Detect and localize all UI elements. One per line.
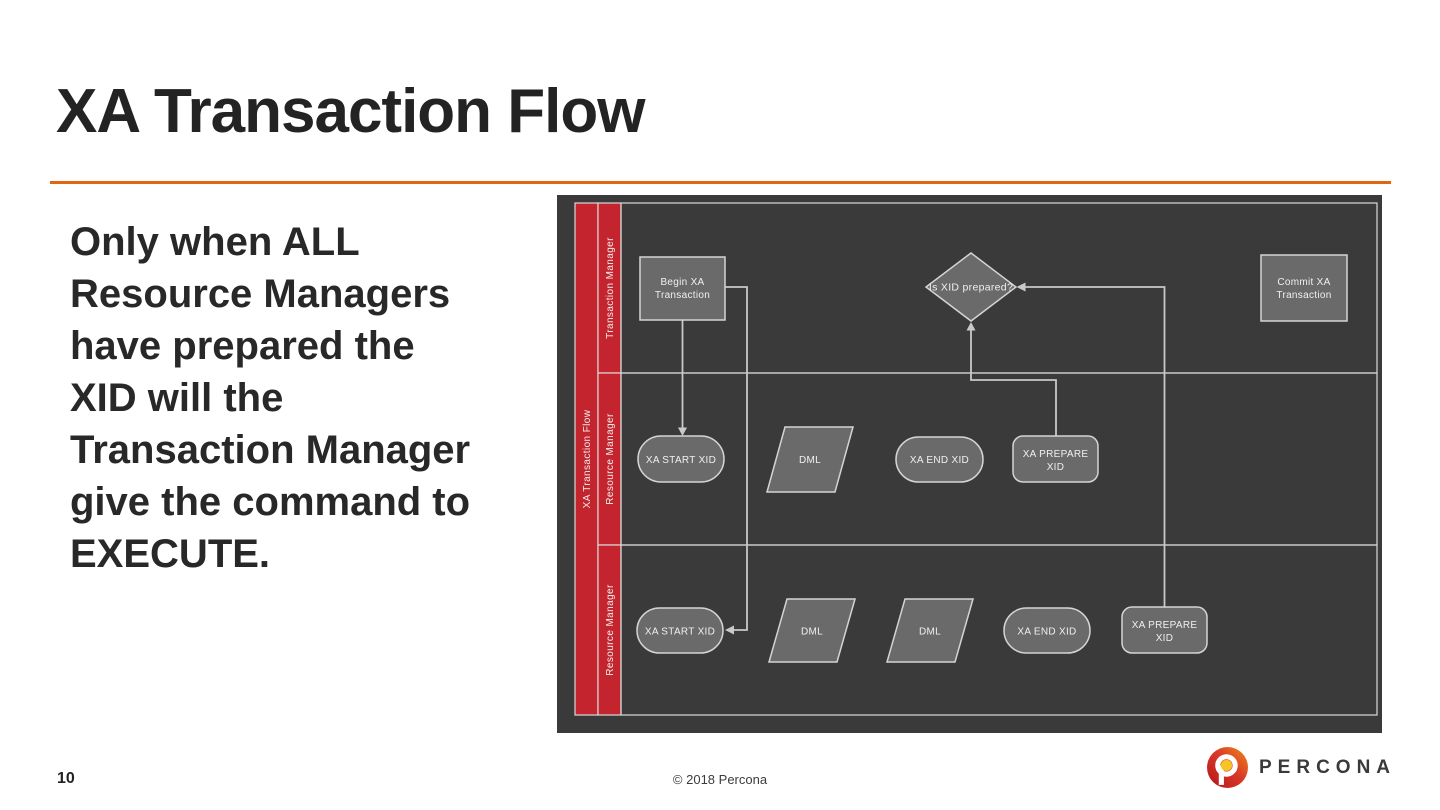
node-is-xid-prepared: [924, 252, 1018, 322]
swimlane-frame: [574, 202, 1378, 716]
copyright: © 2018 Percona: [672, 772, 768, 787]
node-xa-prepare-xid-rm1: [1012, 435, 1099, 483]
node-xa-end-xid-rm1: [895, 436, 984, 483]
prepare-rm1-label-line2: XID: [1047, 462, 1065, 473]
node-xa-start-xid-rm2: [636, 607, 724, 654]
percona-wordmark: PERCONA: [1259, 756, 1397, 778]
node-labels: Begin XA Transaction Is XID prepared? Co…: [645, 277, 1331, 644]
begin-label-line2: Transaction: [655, 290, 710, 301]
node-dml1-rm2: [768, 598, 856, 663]
arrowhead-down-into-start-rm1: [678, 427, 687, 436]
percona-logo-icon: [1207, 747, 1248, 788]
arrowheads: [678, 282, 1026, 635]
arrowhead-left-into-decision: [1016, 282, 1026, 292]
nodes: [636, 252, 1348, 663]
dml1-rm2-label: DML: [801, 627, 823, 638]
node-dml2-rm2: [886, 598, 974, 663]
connectors: [681, 286, 1166, 631]
end-rm2-label: XA END XID: [1017, 627, 1076, 638]
lane-label-resource-manager-1: Resource Manager: [605, 413, 616, 505]
edge-begin-to-start-rm2: [725, 286, 748, 631]
node-xa-end-xid-rm2: [1003, 607, 1091, 654]
edge-prepare-rm2-to-decision: [1025, 286, 1166, 607]
flowchart-svg: XA Transaction Flow Transaction Manager …: [574, 202, 1378, 716]
page-title: XA Transaction Flow: [56, 77, 645, 146]
body-text: Only when ALL Resource Managers have pre…: [70, 220, 471, 576]
start-rm1-label: XA START XID: [646, 455, 716, 466]
edge-prepare-rm1-to-decision: [970, 330, 1057, 436]
percona-logo: PERCONA: [1206, 746, 1396, 789]
arrowhead-left-into-start-rm2: [725, 625, 734, 635]
diagram-title-bar-label: XA Transaction Flow: [582, 409, 593, 508]
node-xa-prepare-xid-rm2: [1121, 606, 1208, 654]
title-underline: [50, 181, 1391, 184]
prepare-rm2-label-line1: XA PREPARE: [1132, 620, 1198, 631]
node-dml-rm1: [766, 426, 854, 493]
end-rm1-label: XA END XID: [910, 455, 969, 466]
lane-resource-manager-1: [620, 372, 1378, 546]
xa-transaction-flow-diagram: XA Transaction Flow Transaction Manager …: [557, 195, 1382, 733]
prepare-rm2-label-line2: XID: [1156, 633, 1174, 644]
dml2-rm2-label: DML: [919, 627, 941, 638]
node-xa-start-xid-rm1: [637, 435, 725, 483]
lane-resource-manager-2: [620, 544, 1378, 716]
commit-label-line2: Transaction: [1276, 290, 1331, 301]
lane-label-resource-manager-2: Resource Manager: [605, 584, 616, 676]
start-rm2-label: XA START XID: [645, 627, 715, 638]
begin-label-line1: Begin XA: [660, 277, 704, 288]
dml-rm1-label: DML: [799, 455, 821, 466]
page-number: 10: [57, 770, 75, 787]
arrowhead-up-into-decision: [966, 322, 976, 331]
node-begin-xa-transaction: [639, 256, 726, 321]
lane-label-transaction-manager: Transaction Manager: [605, 237, 616, 339]
prepare-rm1-label-line1: XA PREPARE: [1023, 449, 1089, 460]
commit-label-line1: Commit XA: [1277, 277, 1330, 288]
node-commit-xa-transaction: [1260, 254, 1348, 322]
decision-label: Is XID prepared?: [929, 282, 1013, 294]
